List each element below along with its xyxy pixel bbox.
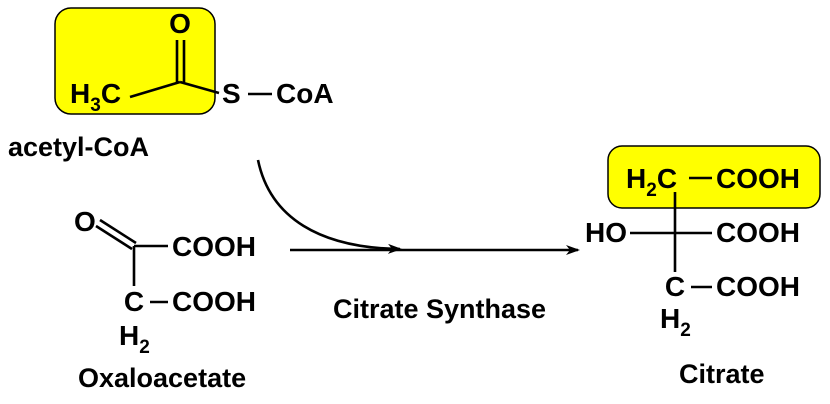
coenzyme-a: CoA [276,78,334,109]
citrate-top-carboxyl: COOH [716,163,800,194]
oxaloacetate-h: H [119,320,139,351]
citrate-bottom-h2: H2 [660,303,691,341]
citrate-label: Citrate [679,359,765,389]
oxaloacetate-keto-bond-1 [95,224,133,251]
oxaloacetate-bottom-carboxyl: COOH [172,286,256,317]
citrate-top-c: C [657,163,677,194]
citrate-bottom-methylene-carbon: C [665,271,685,302]
acetyl-cc-bond [129,80,181,99]
thioester-sulfur: S [222,78,241,109]
acetyl-coa-label: acetyl-CoA [8,132,149,162]
oxaloacetate-keto-oxygen: O [74,206,96,237]
oxaloacetate-keto-bond-2 [99,218,137,245]
oxaloacetate-methylene-h2: H2 [119,320,150,358]
citrate-bottom-h-subscript: 2 [680,320,691,341]
oxaloacetate-methylene-carbon: C [124,286,144,317]
citrate-top-h: H [626,163,646,194]
citrate-bottom-h: H [660,303,680,334]
oxaloacetate-molecule: O COOH C COOH H2 Oxaloacetate [74,206,256,393]
citrate-hydroxyl: HO [585,217,627,248]
reaction-arrows: Citrate Synthase [256,159,580,324]
citrate-middle-carboxyl: COOH [716,217,800,248]
acetyl-carbonyl-oxygen: O [169,8,191,39]
oxaloacetate-h-subscript: 2 [139,337,150,358]
oxaloacetate-top-carboxyl: COOH [172,231,256,262]
acetyl-methyl-group: H3C [70,78,121,116]
citrate-top-methylene: H2C [626,163,677,201]
acetyl-group-highlight [54,7,216,115]
acetyl-methyl-h: H [70,78,90,109]
citrate-bottom-carboxyl: COOH [716,271,800,302]
citrate-top-h-subscript: 2 [646,180,657,201]
acetyl-methyl-subscript: 3 [90,95,101,116]
oxaloacetate-label: Oxaloacetate [78,363,246,393]
acetyl-methyl-c: C [101,78,121,109]
acetyl-coa-entry-arrow [256,159,402,254]
citrate-molecule: H2C COOH HO COOH C COOH H2 Citrate [585,145,821,389]
acetyl-cs-bond [179,80,220,95]
acetyl-coa-molecule: O H3C S CoA acetyl-CoA [8,7,334,162]
enzyme-label: Citrate Synthase [333,294,546,324]
citrate-acetyl-highlight [607,145,821,209]
